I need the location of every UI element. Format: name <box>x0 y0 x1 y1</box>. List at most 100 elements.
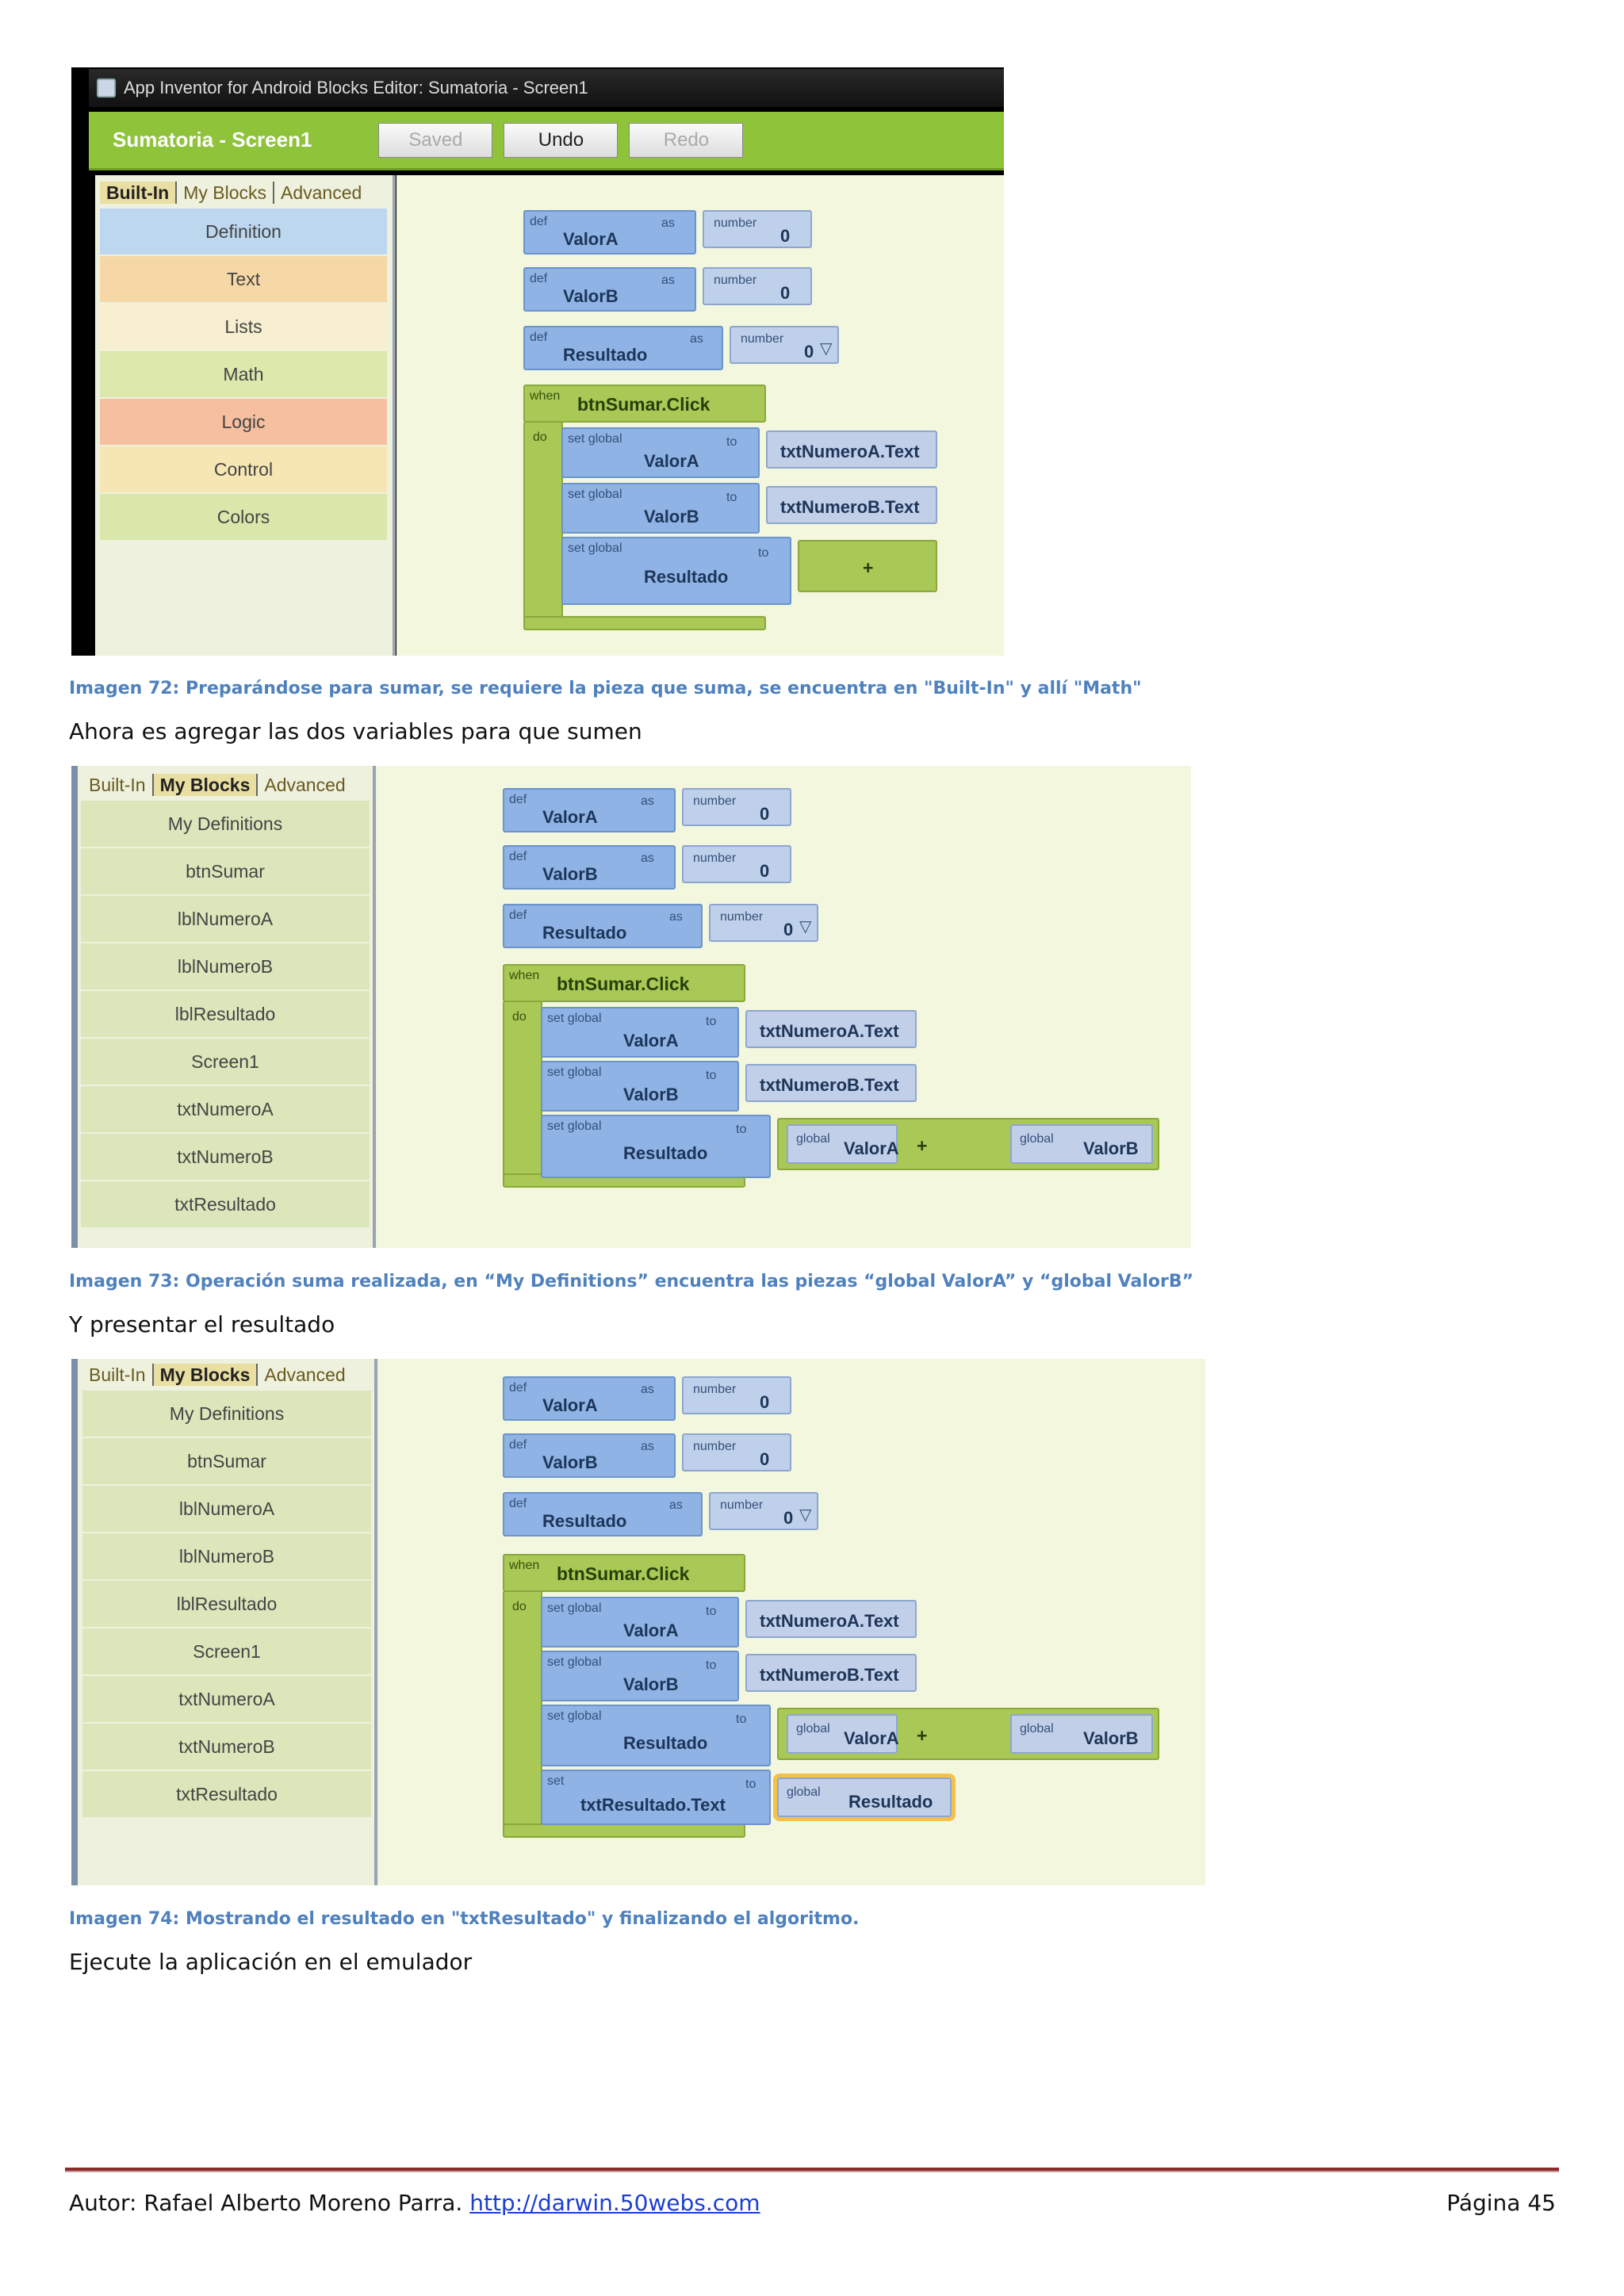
drawer-txtnumerob[interactable]: txtNumeroB <box>81 1134 370 1180</box>
number-block[interactable]: number 0 <box>682 1376 791 1414</box>
category-definition[interactable]: Definition <box>100 209 387 254</box>
blocks-workspace[interactable]: def ValorA as number 0 def ValorB as num… <box>379 1359 1205 1885</box>
drawer-btnsumar[interactable]: btnSumar <box>81 848 370 894</box>
drawer-lblnumeroa[interactable]: lblNumeroA <box>82 1486 371 1532</box>
author-link[interactable]: http://darwin.50webs.com <box>469 2190 760 2216</box>
tab-my-blocks[interactable]: My Blocks <box>153 774 259 796</box>
set-global-valorb-block[interactable]: set global ValorB to <box>541 1651 739 1701</box>
drawer-splitter[interactable] <box>374 1359 377 1885</box>
drawer-txtresultado[interactable]: txtResultado <box>81 1181 370 1227</box>
set-global-resultado-block[interactable]: set global Resultado to <box>541 1115 771 1178</box>
drawer-txtnumeroa[interactable]: txtNumeroA <box>82 1676 371 1722</box>
drawer-my-definitions[interactable]: My Definitions <box>82 1391 371 1437</box>
tab-built-in[interactable]: Built-In <box>82 1364 154 1386</box>
def-label: def <box>509 1497 527 1510</box>
number-block[interactable]: number 0 <box>703 210 812 248</box>
author-text: Autor: Rafael Alberto Moreno Parra. <box>69 2190 463 2216</box>
set-global-valora-block[interactable]: set global ValorA to <box>541 1597 739 1647</box>
txtnumeroa-text-block[interactable]: txtNumeroA.Text <box>766 430 937 469</box>
drawer-screen1[interactable]: Screen1 <box>81 1039 370 1085</box>
category-logic[interactable]: Logic <box>100 399 387 445</box>
var-name: ValorA <box>542 1395 598 1415</box>
category-control[interactable]: Control <box>100 446 387 492</box>
def-valora-block[interactable]: def ValorA as <box>523 210 696 254</box>
def-resultado-block[interactable]: def Resultado as <box>503 904 703 948</box>
drawer-lblnumeroa[interactable]: lblNumeroA <box>81 896 370 942</box>
txtnumerob-text-block[interactable]: txtNumeroB.Text <box>766 486 937 524</box>
drawer-lblresultado[interactable]: lblResultado <box>82 1581 371 1627</box>
def-valorb-block[interactable]: def ValorB as <box>523 267 696 312</box>
category-text[interactable]: Text <box>100 256 387 302</box>
number-block[interactable]: number 0 <box>682 788 791 826</box>
as-label: as <box>641 794 654 808</box>
set-global-valora-block[interactable]: set global ValorA to <box>561 427 760 478</box>
global-valora-block[interactable]: global ValorA <box>787 1124 899 1164</box>
drawer-txtnumeroa[interactable]: txtNumeroA <box>81 1086 370 1132</box>
drawer-lblresultado[interactable]: lblResultado <box>81 991 370 1037</box>
def-valora-block[interactable]: def ValorA as <box>503 1376 676 1421</box>
redo-button[interactable]: Redo <box>629 122 744 158</box>
tab-advanced[interactable]: Advanced <box>264 1364 346 1385</box>
global-resultado-block[interactable]: global Resultado <box>773 1774 956 1821</box>
category-colors[interactable]: Colors <box>100 494 387 540</box>
set-global-resultado-block[interactable]: set global Resultado to <box>541 1705 771 1766</box>
tab-advanced[interactable]: Advanced <box>264 775 346 795</box>
blocks-workspace[interactable]: def ValorA as number 0 def ValorB as num… <box>377 766 1191 1248</box>
number-block[interactable]: number 0 ▽ <box>730 326 839 364</box>
set-global-valorb-block[interactable]: set global ValorB to <box>541 1061 739 1112</box>
when-event-block[interactable]: when btnSumar.Click <box>503 964 745 1002</box>
global-label: global <box>1020 1722 1054 1735</box>
def-valora-block[interactable]: def ValorA as <box>503 788 676 832</box>
drawer-lblnumerob[interactable]: lblNumeroB <box>81 943 370 989</box>
global-valorb-block[interactable]: global ValorB <box>1010 1714 1153 1754</box>
var-name: ValorB <box>1083 1138 1139 1158</box>
tab-advanced[interactable]: Advanced <box>281 182 362 203</box>
math-plus-block[interactable]: + <box>798 540 937 592</box>
drawer-txtnumerob[interactable]: txtNumeroB <box>82 1724 371 1770</box>
txtnumerob-text-block[interactable]: txtNumeroB.Text <box>745 1064 917 1102</box>
tab-my-blocks[interactable]: My Blocks <box>153 1364 259 1386</box>
txtnumeroa-text-block[interactable]: txtNumeroA.Text <box>745 1010 917 1048</box>
txtnumerob-text-block[interactable]: txtNumeroB.Text <box>745 1654 917 1692</box>
txtnumeroa-text-block[interactable]: txtNumeroA.Text <box>745 1600 917 1638</box>
drawer-splitter[interactable] <box>393 175 396 656</box>
blocks-workspace[interactable]: def ValorA as number 0 def ValorB as num… <box>396 175 1004 656</box>
to-label: to <box>736 1712 747 1726</box>
number-block[interactable]: number 0 <box>682 1433 791 1471</box>
dropdown-arrow-icon[interactable]: ▽ <box>799 918 812 936</box>
def-valorb-block[interactable]: def ValorB as <box>503 845 676 890</box>
number-block[interactable]: number 0 <box>703 267 812 305</box>
number-block[interactable]: number 0 <box>682 845 791 883</box>
dropdown-arrow-icon[interactable]: ▽ <box>820 340 833 358</box>
drawer-screen1[interactable]: Screen1 <box>82 1628 371 1674</box>
undo-button[interactable]: Undo <box>504 122 619 158</box>
number-block[interactable]: number 0 ▽ <box>709 904 818 942</box>
set-global-valora-block[interactable]: set global ValorA to <box>541 1007 739 1058</box>
number-block[interactable]: number 0 ▽ <box>709 1492 818 1530</box>
drawer-splitter[interactable] <box>373 766 376 1248</box>
tab-built-in[interactable]: Built-In <box>100 182 178 204</box>
drawer-lblnumerob[interactable]: lblNumeroB <box>82 1533 371 1579</box>
def-resultado-block[interactable]: def Resultado as <box>503 1492 703 1536</box>
drawer-txtresultado[interactable]: txtResultado <box>82 1771 371 1817</box>
saved-button[interactable]: Saved <box>378 122 493 158</box>
global-valorb-block[interactable]: global ValorB <box>1010 1124 1153 1164</box>
def-label: def <box>509 1381 527 1395</box>
dropdown-arrow-icon[interactable]: ▽ <box>799 1506 812 1524</box>
def-valorb-block[interactable]: def ValorB as <box>503 1433 676 1478</box>
set-global-resultado-block[interactable]: set global Resultado to <box>561 537 791 605</box>
when-event-block[interactable]: when btnSumar.Click <box>523 385 766 423</box>
tab-built-in[interactable]: Built-In <box>82 774 154 796</box>
def-label: def <box>530 272 548 285</box>
when-event-block[interactable]: when btnSumar.Click <box>503 1554 745 1592</box>
set-global-valorb-block[interactable]: set global ValorB to <box>561 483 760 534</box>
drawer-my-definitions[interactable]: My Definitions <box>81 801 370 847</box>
set-txtresultado-text-block[interactable]: set txtResultado.Text to <box>541 1770 771 1825</box>
tab-my-blocks[interactable]: My Blocks <box>177 182 274 204</box>
global-valora-block[interactable]: global ValorA <box>787 1714 899 1754</box>
drawer-btnsumar[interactable]: btnSumar <box>82 1438 371 1484</box>
category-lists[interactable]: Lists <box>100 304 387 350</box>
category-math[interactable]: Math <box>100 351 387 397</box>
component-property: txtNumeroA.Text <box>780 442 920 461</box>
def-resultado-block[interactable]: def Resultado as <box>523 326 723 370</box>
